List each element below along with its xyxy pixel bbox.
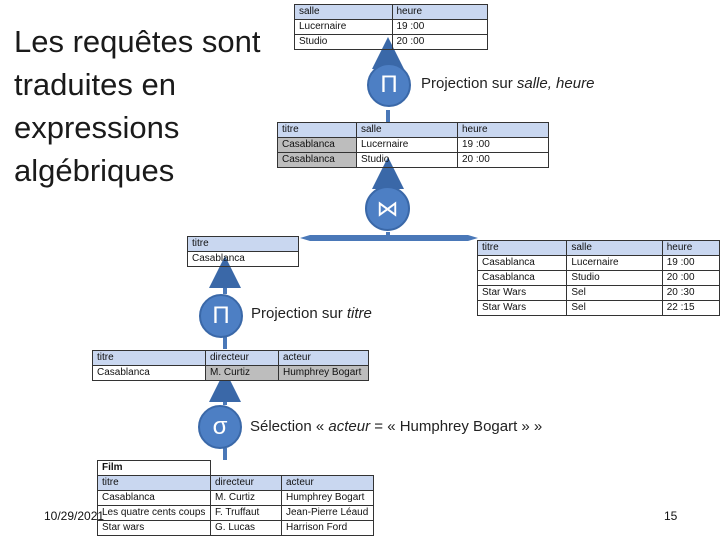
column-header: acteur — [281, 475, 374, 491]
table-cell: Star Wars — [476, 300, 568, 316]
column-header: titre — [97, 475, 211, 491]
projection-label-mid: Projection sur titre — [251, 305, 372, 322]
table-cell: Casablanca — [277, 152, 357, 168]
table-cell: Star Wars — [476, 285, 568, 301]
column-header: titre — [187, 236, 299, 252]
table-row: Casablanca — [187, 251, 299, 267]
table-cell: Lucernaire — [294, 19, 393, 35]
table-cell: Sel — [566, 285, 663, 301]
table-cell: 20 :30 — [661, 285, 720, 301]
table-cell: Lucernaire — [566, 255, 663, 271]
table-cell: Star wars — [97, 520, 211, 536]
projection-label-top: Projection sur salle, heure — [421, 75, 595, 92]
column-header: acteur — [278, 350, 369, 366]
table-cell: Humphrey Bogart — [278, 365, 369, 381]
table-cell: 22 :15 — [661, 300, 720, 316]
table-empty-cell — [281, 460, 374, 476]
table-cell: M. Curtiz — [210, 490, 282, 506]
table-cell: Studio — [356, 152, 458, 168]
projection-operator-top: Π — [367, 63, 411, 107]
pi-icon: Π — [212, 302, 230, 329]
table-cell: 20 :00 — [391, 34, 488, 50]
table-cell: Casablanca — [476, 255, 568, 271]
column-header: salle — [294, 4, 393, 20]
slide-page-number: 15 — [664, 509, 678, 523]
table-cell: Harrison Ford — [281, 520, 374, 536]
table-cell: Lucernaire — [356, 137, 458, 153]
table-cell: Casablanca — [97, 490, 211, 506]
table-cell: Sel — [566, 300, 663, 316]
sigma-icon: σ — [212, 413, 228, 440]
column-header: heure — [391, 4, 488, 20]
table-cell: 20 :00 — [457, 152, 549, 168]
column-header: directeur — [210, 475, 282, 491]
table-cell: Casablanca — [187, 251, 299, 267]
table-cell: 19 :00 — [661, 255, 720, 271]
slide-title: Les requêtes sont traduites en expressio… — [14, 24, 261, 188]
table-empty-cell — [210, 460, 282, 476]
selection-label: Sélection « acteur = « Humphrey Bogart »… — [250, 418, 543, 435]
join-operator: ⋈ — [365, 186, 410, 231]
table-cell: Studio — [294, 34, 393, 50]
column-header: titre — [476, 240, 568, 256]
projection-operator-mid: Π — [199, 294, 243, 338]
table-cell: Humphrey Bogart — [281, 490, 374, 506]
pi-icon: Π — [380, 71, 398, 98]
slide-date: 10/29/2021 — [44, 509, 105, 523]
table-cell: Studio — [566, 270, 663, 286]
table-header-row: titre — [187, 236, 299, 252]
table-cell: 19 :00 — [457, 137, 549, 153]
column-header: heure — [661, 240, 720, 256]
column-header: salle — [356, 122, 458, 138]
table-name-row: Film — [97, 460, 374, 476]
column-header: salle — [566, 240, 663, 256]
table-name: Film — [97, 460, 211, 476]
column-header: titre — [277, 122, 357, 138]
bowtie-icon: ⋈ — [376, 195, 399, 221]
selection-operator: σ — [198, 405, 242, 449]
table-cell: 20 :00 — [661, 270, 720, 286]
table-cell: M. Curtiz — [205, 365, 279, 381]
column-header: titre — [92, 350, 206, 366]
table-cell: G. Lucas — [210, 520, 282, 536]
table-cell: Casablanca — [92, 365, 206, 381]
column-header: directeur — [205, 350, 279, 366]
table-cell: Les quatre cents coups — [97, 505, 211, 521]
column-header: heure — [457, 122, 549, 138]
table-cell: Casablanca — [277, 137, 357, 153]
table-cell: Casablanca — [476, 270, 568, 286]
table-cell: F. Truffaut — [210, 505, 282, 521]
table-cell: Jean-Pierre Léaud — [281, 505, 374, 521]
table-cell: 19 :00 — [391, 19, 488, 35]
